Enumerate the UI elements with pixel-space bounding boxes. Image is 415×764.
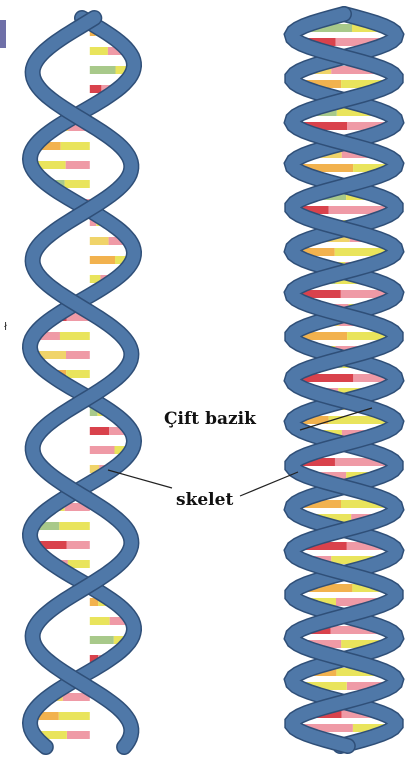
base-pair-rung-b [59,522,90,530]
pointer-backbone-right [240,472,298,496]
pointer-backbone-left [108,470,172,488]
base-pair-rung-b [60,332,90,340]
base-pair-rung-b [61,142,90,150]
base-pair-label: Çift bazik [160,408,260,431]
backbone-label: skelet [172,489,237,512]
base-pair-rung-a [90,85,102,93]
base-pair-rung-a [90,47,108,55]
base-pair-rung-a [90,256,115,264]
base-pair-rung-b [67,541,90,549]
base-pair-rung-b [66,161,90,169]
base-pair-rung-a [90,237,109,245]
base-pair-rung-b [67,731,90,739]
base-pair-rung-a [90,636,114,644]
left-dna-helix [30,18,134,747]
base-pair-rung-b [59,712,90,720]
base-pair-rung-a [90,427,109,435]
base-pair-rung-a [90,66,116,74]
right-dna-helix [292,14,396,746]
base-pair-rung-b [66,351,90,359]
base-pair-rung-b [65,180,90,188]
base-pair-rung-a [90,617,110,625]
base-pair-rung-a [90,446,115,454]
base-pair-rung-b [66,370,90,378]
